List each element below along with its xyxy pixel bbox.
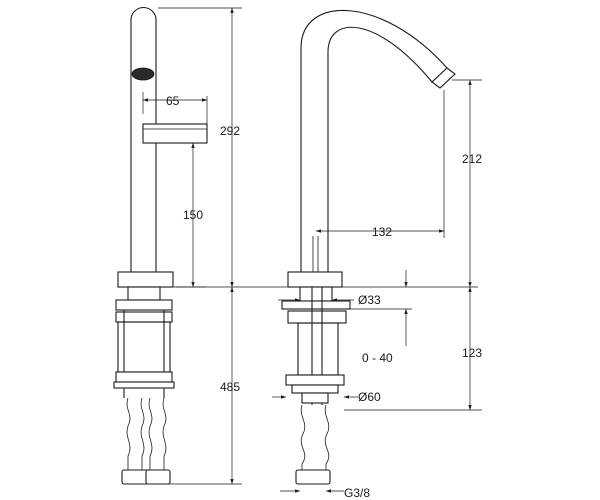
dim-292-label: 292 [220,124,240,138]
dim-132-label: 132 [372,225,392,239]
spout-outlet [431,67,456,89]
dim-thread-label: G3/8 [344,486,370,500]
dim-diameter-60-label: Ø60 [358,390,381,404]
front-base-plate [287,271,343,288]
dim-65-label: 65 [166,94,180,108]
dim-123-label: 123 [462,346,482,360]
side-view [113,6,208,485]
front-view-dimensions: 212 123 132 Ø33 0 - 40 Ø60 G3/8 [272,79,482,500]
front-view [281,9,456,485]
dim-212-label: 212 [462,152,482,166]
lever-handle [142,123,208,144]
dim-150-label: 150 [183,208,203,222]
dim-deck-thickness-label: 0 - 40 [362,351,393,365]
dim-485-label: 485 [220,380,240,394]
side-base-plate [117,271,174,288]
dim-diameter-33-label: Ø33 [358,293,381,307]
side-view-dimensions: 65 150 292 485 [142,7,242,485]
aerator-icon [131,67,155,81]
